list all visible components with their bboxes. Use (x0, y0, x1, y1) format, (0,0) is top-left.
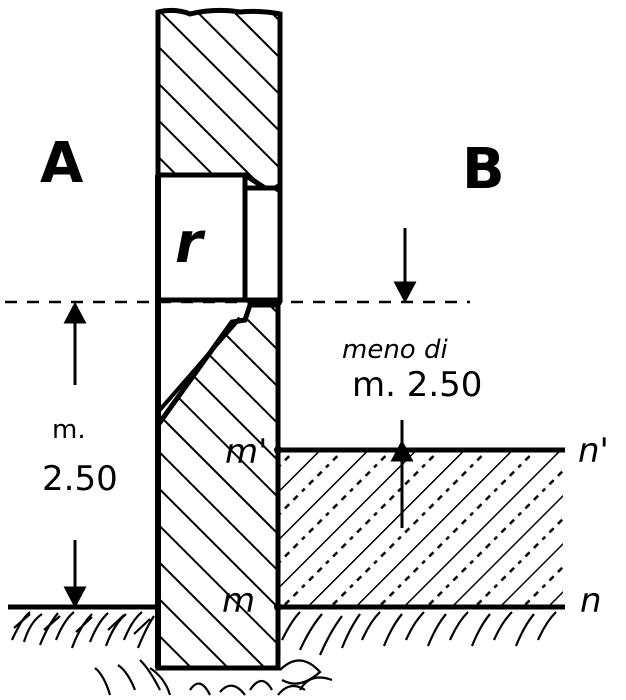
label-level-n-prime: n' (578, 431, 609, 471)
opening (155, 172, 283, 668)
label-region-a: A (40, 131, 84, 196)
earth-fill (278, 447, 565, 607)
lower-wall (155, 302, 281, 671)
label-right-measure-line2: m. 2.50 (352, 365, 482, 405)
left-dimension-arrows (63, 301, 87, 609)
label-right-measure-line1: meno di (342, 335, 448, 365)
node-dots (274, 184, 282, 611)
ground-texture (10, 611, 557, 696)
label-point-m-prime: m' (225, 432, 267, 472)
label-left-unit: m. (52, 415, 86, 445)
upper-wall (155, 7, 283, 191)
label-level-n: n (580, 581, 602, 621)
label-region-b: B (462, 137, 505, 202)
right-dimension-arrows (390, 228, 417, 528)
label-opening-r: r (175, 211, 206, 276)
label-left-value: 2.50 (42, 459, 118, 499)
label-point-m: m (222, 581, 255, 621)
